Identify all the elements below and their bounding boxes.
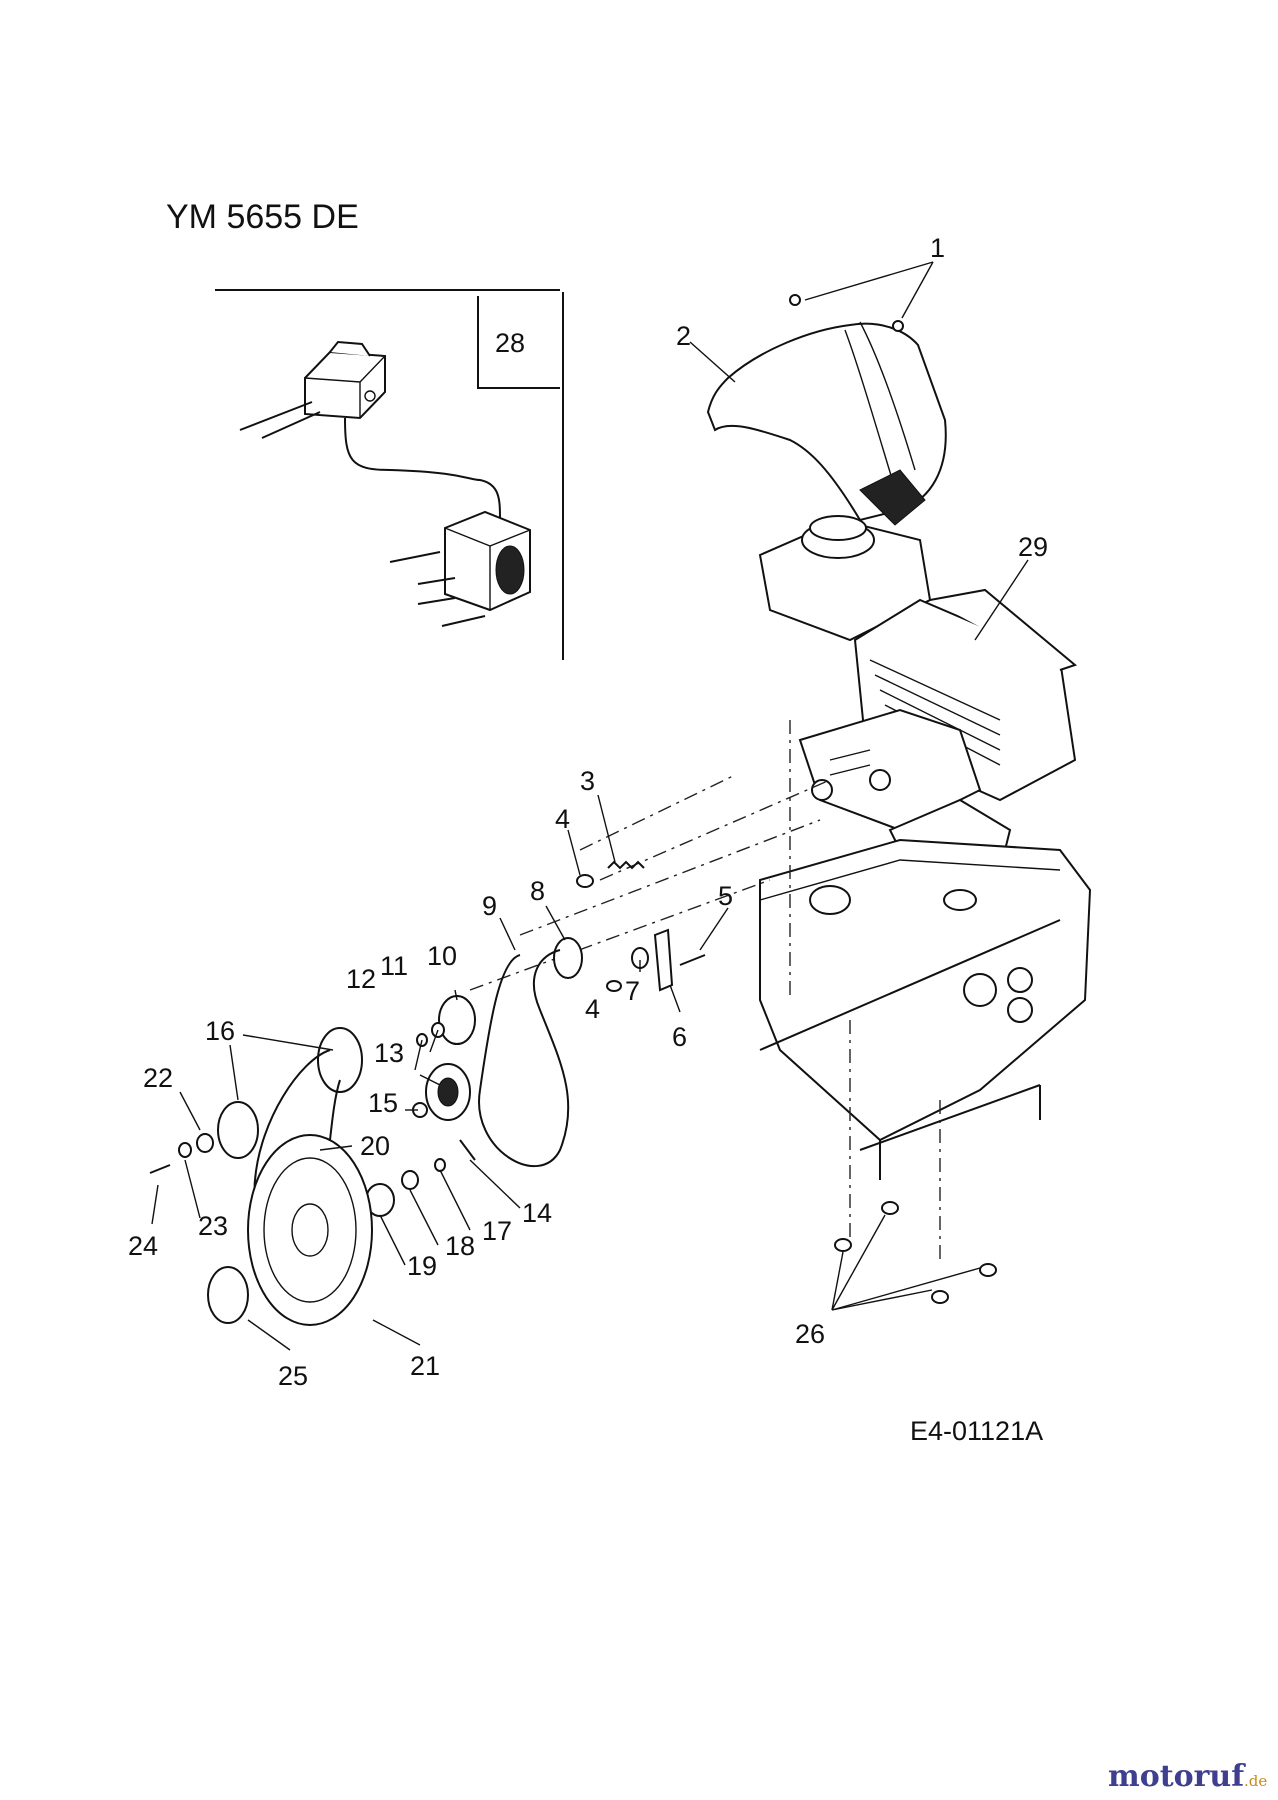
watermark-logo: motoruf .de	[1108, 1759, 1267, 1794]
callout-28: 28	[495, 328, 525, 358]
figure-code: E4-01121A	[910, 1416, 1043, 1446]
watermark-suffix: .de	[1244, 1772, 1267, 1790]
callout-14: 14	[522, 1198, 552, 1228]
callout-1: 1	[930, 233, 945, 263]
callout-23: 23	[198, 1211, 228, 1241]
inset-28: 28	[215, 289, 564, 660]
diagram-title: YM 5655 DE	[166, 198, 359, 236]
switch-box	[389, 510, 531, 627]
switch-bracket	[239, 340, 386, 439]
callout-8: 8	[530, 876, 545, 906]
leader-lines	[151, 261, 1029, 1351]
callout-16: 16	[205, 1016, 235, 1046]
callout-9: 9	[482, 891, 497, 921]
callout-labels: 1 2 3 4 4 5 6 7 8 9 10 11 12 13 14 15 16…	[128, 233, 1048, 1391]
callout-11: 11	[380, 951, 408, 981]
engine-block	[758, 515, 1078, 892]
callout-6: 6	[672, 1022, 687, 1052]
auger-housing	[759, 838, 1092, 1180]
callout-19: 19	[407, 1251, 437, 1281]
callout-15: 15	[368, 1088, 398, 1118]
callout-22: 22	[143, 1063, 173, 1093]
callout-4b: 4	[585, 994, 600, 1024]
callout-25: 25	[278, 1361, 308, 1391]
callout-29: 29	[1018, 532, 1048, 562]
engine-shroud	[706, 294, 947, 526]
callout-24: 24	[128, 1231, 158, 1261]
callout-18: 18	[445, 1231, 475, 1261]
callout-13: 13	[374, 1038, 404, 1068]
callout-17: 17	[482, 1216, 512, 1246]
callout-3: 3	[580, 766, 595, 796]
callout-5: 5	[718, 881, 733, 911]
callout-2: 2	[676, 321, 691, 351]
callout-26: 26	[795, 1319, 825, 1349]
callout-10: 10	[427, 941, 457, 971]
callout-7: 7	[625, 976, 640, 1006]
drive-parts	[149, 860, 706, 1326]
nuts-26	[834, 1201, 997, 1304]
callout-20: 20	[360, 1131, 390, 1161]
watermark-main: motoruf	[1108, 1759, 1246, 1794]
callout-21: 21	[410, 1351, 440, 1381]
callout-12: 12	[346, 964, 376, 994]
callout-4a: 4	[555, 804, 570, 834]
